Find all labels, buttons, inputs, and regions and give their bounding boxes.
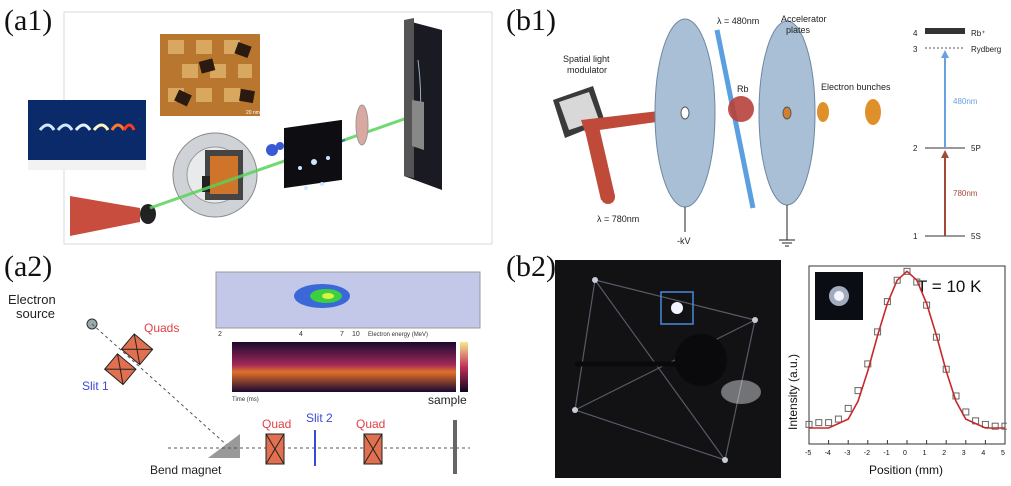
data-point: [962, 408, 970, 416]
fit-curve: [809, 270, 1005, 429]
sample-label: sample: [428, 393, 467, 407]
data-point: [991, 422, 999, 430]
x-tick-label: -2: [864, 450, 870, 457]
energy-tick-4: 4: [299, 331, 303, 338]
roi-box: [660, 291, 694, 325]
profile-chart: T = 10 K Intensity (a.u.) Position (mm) …: [787, 265, 1007, 477]
data-point: [903, 267, 911, 275]
x-axis-label: Position (mm): [869, 463, 943, 477]
panel-label-a2: (a2): [4, 250, 53, 283]
energy-tick-10: 10: [352, 331, 360, 338]
x-tick-label: 0: [903, 450, 907, 457]
level-3-name: Rydberg: [971, 45, 1001, 54]
level-1-name: 5S: [971, 232, 981, 241]
nm480-label: 480nm: [953, 97, 978, 106]
temperature-label: T = 10 K: [917, 277, 982, 296]
data-point: [913, 278, 921, 286]
energy-level-diagram: 4 Rb⁺ 3 Rydberg 2 5P 1 5S 480nm 780nm: [913, 28, 1001, 241]
panel-label-b1: (b1): [506, 4, 556, 37]
x-tick-label: -1: [883, 450, 889, 457]
micrograph-scale: 20 nm: [246, 110, 260, 116]
quad-right-label: Quad: [356, 417, 385, 431]
level-2-name: 5P: [971, 144, 981, 153]
data-point: [815, 419, 823, 427]
panel-a1: 20 nm: [0, 0, 500, 250]
y-axis-label: Intensity (a.u.): [787, 354, 800, 430]
quad-left-label: Quad: [262, 417, 291, 431]
x-tick-label: 3: [962, 450, 966, 457]
data-point: [834, 415, 842, 423]
diffraction-pattern: [555, 260, 781, 478]
lambda-480-label: λ = 480nm: [717, 16, 759, 26]
bend-magnet-label: Bend magnet: [150, 463, 222, 477]
slit2-label: Slit 2: [306, 411, 333, 425]
panel-b2: T = 10 K Intensity (a.u.) Position (mm) …: [505, 250, 1011, 481]
quads-label: Quads: [144, 321, 179, 335]
data-point: [1001, 422, 1007, 430]
streak-image: [28, 100, 146, 160]
energy-tick-7: 7: [340, 331, 344, 338]
a1-schematic: 20 nm: [28, 11, 493, 245]
kv-label: -kV: [677, 236, 691, 246]
x-tick-label: -5: [805, 450, 811, 457]
rb-label: Rb: [737, 84, 749, 94]
panel-label-a1: (a1): [4, 4, 53, 37]
nm780-label: 780nm: [953, 189, 978, 198]
energy-axis-label: Electron energy (MeV): [368, 332, 428, 338]
rb-cloud: [728, 96, 754, 122]
level-3-index: 3: [913, 45, 918, 54]
panel-label-b2: (b2): [506, 250, 556, 283]
level-4-name: Rb⁺: [971, 29, 985, 38]
streak-camera-image: [232, 342, 456, 392]
x-tick-label: 1: [923, 450, 927, 457]
quad-pair: [103, 333, 154, 386]
data-point: [825, 419, 833, 427]
data-point: [844, 404, 852, 412]
x-tick-label: 2: [942, 450, 946, 457]
slit1-label: Slit 1: [82, 379, 109, 393]
x-tick-label: 5: [1001, 450, 1005, 457]
x-tick-label: -4: [825, 450, 831, 457]
colorbar: [460, 342, 468, 392]
lambda-780-label: λ = 780nm: [597, 214, 639, 224]
level-4-index: 4: [913, 29, 918, 38]
bunches-label: Electron bunches: [821, 82, 891, 92]
x-tick-label: 4: [981, 450, 985, 457]
level-2-index: 2: [913, 144, 918, 153]
level-1-index: 1: [913, 232, 918, 241]
data-point: [893, 276, 901, 284]
energy-tick-2: 2: [218, 331, 222, 338]
x-tick-label: -3: [844, 450, 850, 457]
data-point: [864, 360, 872, 368]
time-axis-label: Time (ms): [232, 397, 259, 403]
